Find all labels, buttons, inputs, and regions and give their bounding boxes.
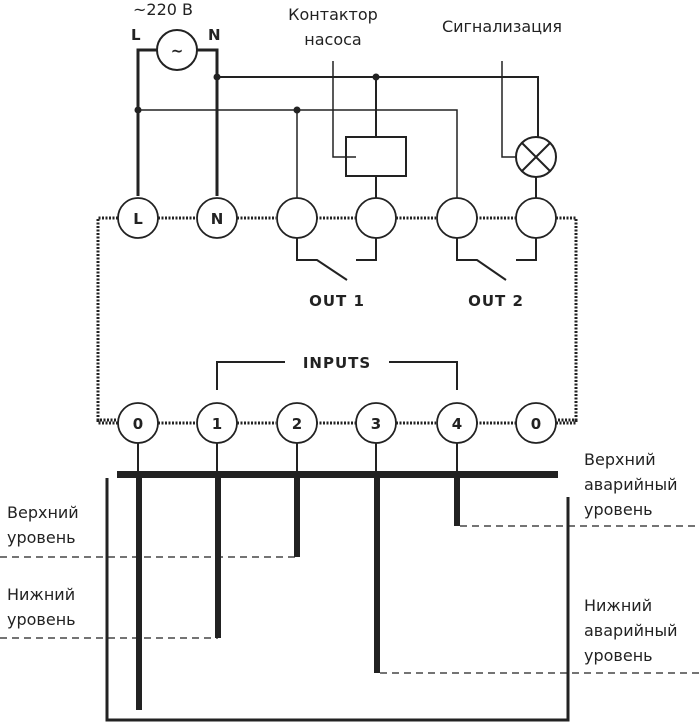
ac-source-icon: ~ bbox=[156, 29, 198, 71]
svg-text:3: 3 bbox=[371, 415, 381, 433]
svg-text:0: 0 bbox=[133, 415, 143, 433]
power-l-label: L bbox=[131, 26, 141, 44]
wire-l-bus bbox=[138, 109, 458, 199]
top-terminal-out1-no bbox=[355, 197, 397, 239]
device-outline-right bbox=[556, 216, 578, 422]
tank-outline bbox=[105, 478, 570, 722]
ac-source-symbol: ~ bbox=[171, 42, 184, 60]
out2-label: OUT 2 bbox=[468, 292, 524, 310]
input-terminal-0-right: 0 bbox=[515, 402, 557, 444]
svg-text:N: N bbox=[211, 210, 224, 228]
wire-n-bus bbox=[217, 76, 539, 140]
top-terminal-out2-no bbox=[515, 197, 557, 239]
lower-level-label-line2: уровень bbox=[7, 610, 76, 629]
relay-contact-out1-fixed bbox=[356, 238, 377, 261]
input-terminal-0-left: 0 bbox=[117, 402, 159, 444]
wire-n bbox=[197, 48, 219, 196]
relay-contact-out1 bbox=[296, 238, 348, 281]
input-terminal-2: 2 bbox=[276, 402, 318, 444]
power-n-label: N bbox=[208, 26, 221, 44]
top-terminal-l: L bbox=[117, 197, 159, 239]
svg-text:4: 4 bbox=[452, 415, 462, 433]
device-outline-left bbox=[96, 216, 118, 422]
alarm-leader bbox=[501, 61, 516, 158]
device-outline-corners bbox=[96, 420, 578, 425]
contactor-leader bbox=[332, 61, 356, 158]
input-terminal-3: 3 bbox=[355, 402, 397, 444]
junction-l bbox=[134, 106, 142, 114]
inputs-bracket bbox=[216, 361, 458, 390]
lower-alarm-label-line2: аварийный bbox=[584, 621, 677, 640]
lower-alarm-label-line3: уровень bbox=[584, 646, 653, 665]
relay-contact-out2-fixed bbox=[516, 238, 537, 261]
relay-contact-out2 bbox=[456, 238, 507, 281]
lower-alarm-label-line1: Нижний bbox=[584, 596, 652, 615]
upper-alarm-label-line1: Верхний bbox=[584, 450, 656, 469]
upper-alarm-label-line3: уровень bbox=[584, 500, 653, 519]
junction-n bbox=[213, 73, 221, 81]
top-terminal-n: N bbox=[196, 197, 238, 239]
contactor-label-line2: насоса bbox=[304, 30, 361, 49]
lower-level-label-line1: Нижний bbox=[7, 585, 75, 604]
upper-level-label-line2: уровень bbox=[7, 528, 76, 547]
svg-text:0: 0 bbox=[531, 415, 541, 433]
input-terminal-1: 1 bbox=[196, 402, 238, 444]
voltage-label: ~220 В bbox=[133, 0, 193, 19]
inputs-label: INPUTS bbox=[303, 354, 371, 372]
top-terminal-out1-common bbox=[276, 197, 318, 239]
upper-level-label-line1: Верхний bbox=[7, 503, 79, 522]
svg-text:L: L bbox=[133, 210, 143, 228]
out1-label: OUT 1 bbox=[309, 292, 365, 310]
upper-alarm-label-line2: аварийный bbox=[584, 475, 677, 494]
input-terminal-4: 4 bbox=[436, 402, 478, 444]
alarm-lamp-icon bbox=[515, 136, 557, 178]
top-terminal-out2-common bbox=[436, 197, 478, 239]
contactor-label-line1: Контактор bbox=[288, 5, 378, 24]
wire-l bbox=[136, 48, 157, 196]
svg-text:2: 2 bbox=[292, 415, 302, 433]
probe-leads bbox=[137, 443, 458, 474]
svg-text:1: 1 bbox=[212, 415, 222, 433]
alarm-label: Сигнализация bbox=[442, 17, 562, 36]
probe-mounting-bar bbox=[117, 471, 558, 478]
